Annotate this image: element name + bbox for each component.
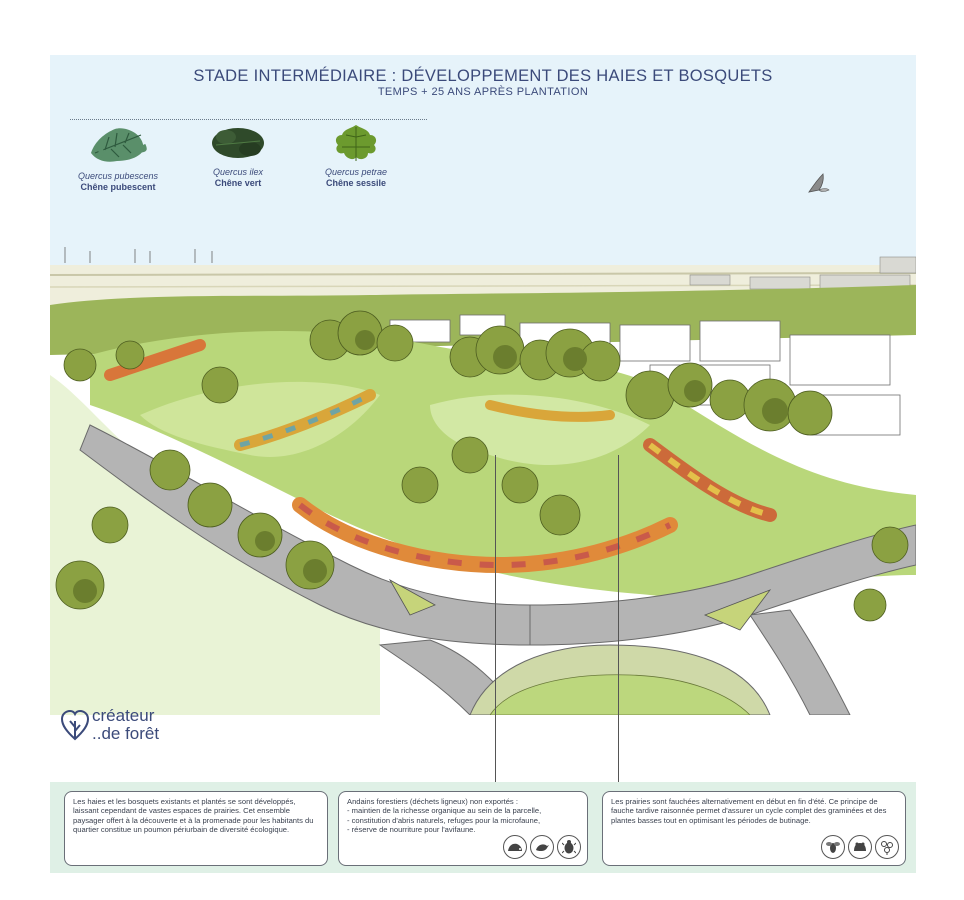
poster: STADE INTERMÉDIAIRE : DÉVELOPPEMENT DES …: [50, 55, 916, 873]
info-card-prairies: Les prairies sont fauchées alternativeme…: [602, 791, 906, 866]
tree-heart-logo-icon: [60, 709, 90, 741]
flying-bird-icon: [808, 173, 830, 193]
bird-icon: [530, 835, 554, 859]
page-title: STADE INTERMÉDIAIRE : DÉVELOPPEMENT DES …: [193, 67, 773, 85]
logo-line-1: créateur: [92, 706, 155, 725]
info-card-text: Les prairies sont fauchées alternativeme…: [611, 797, 887, 825]
info-band: Les haies et les bosquets existants et p…: [50, 782, 916, 873]
species-common-name: Chêne sessile: [325, 178, 387, 188]
sky-background: [50, 55, 916, 270]
dotted-divider: [70, 119, 427, 120]
distant-town: [689, 256, 916, 290]
species-common-name: Chêne pubescent: [80, 182, 156, 192]
hedgehog-icon: [503, 835, 527, 859]
info-card-haies: Les haies et les bosquets existants et p…: [64, 791, 328, 866]
createur-de-foret-logo: créateur ..de forêt: [60, 707, 200, 747]
logo-line-2: ..de forêt: [92, 724, 160, 743]
landscape-illustration: [50, 247, 916, 765]
page-subtitle: TEMPS + 25 ANS APRÈS PLANTATION: [377, 86, 589, 98]
sessile-oak-leaf-icon: [335, 125, 377, 161]
species-item-ilex: Quercus ilex Chêne vert: [183, 123, 293, 189]
pointer-line-prairies: [618, 455, 619, 792]
holm-oak-leaf-icon: [212, 128, 264, 158]
species-latin-name: Quercus pubescens: [77, 171, 159, 181]
species-latin-name: Quercus petrae: [324, 167, 388, 177]
frog-icon: [848, 835, 872, 859]
pointer-line-andains: [495, 455, 496, 792]
info-card-andains: Andains forestiers (déchets ligneux) non…: [338, 791, 588, 866]
beetle-icon: [557, 835, 581, 859]
oak-leaf-pubescent-icon: [91, 128, 147, 162]
info-card-text: Les haies et les bosquets existants et p…: [73, 797, 314, 835]
species-latin-name: Quercus ilex: [212, 167, 264, 177]
fauna-icons: [503, 835, 581, 859]
colorful-hedges: [104, 339, 777, 574]
info-card-text: Andains forestiers (déchets ligneux) non…: [347, 797, 542, 835]
wind-turbines: [64, 247, 213, 263]
species-item-petrae: Quercus petrae Chêne sessile: [301, 123, 411, 189]
species-common-name: Chêne vert: [214, 178, 262, 188]
biodiversity-icons: [821, 835, 899, 859]
flower-icon: [875, 835, 899, 859]
bee-icon: [821, 835, 845, 859]
tree-shadows: [73, 330, 788, 603]
species-item-pubescens: Quercus pubescens Chêne pubescent: [63, 123, 173, 193]
